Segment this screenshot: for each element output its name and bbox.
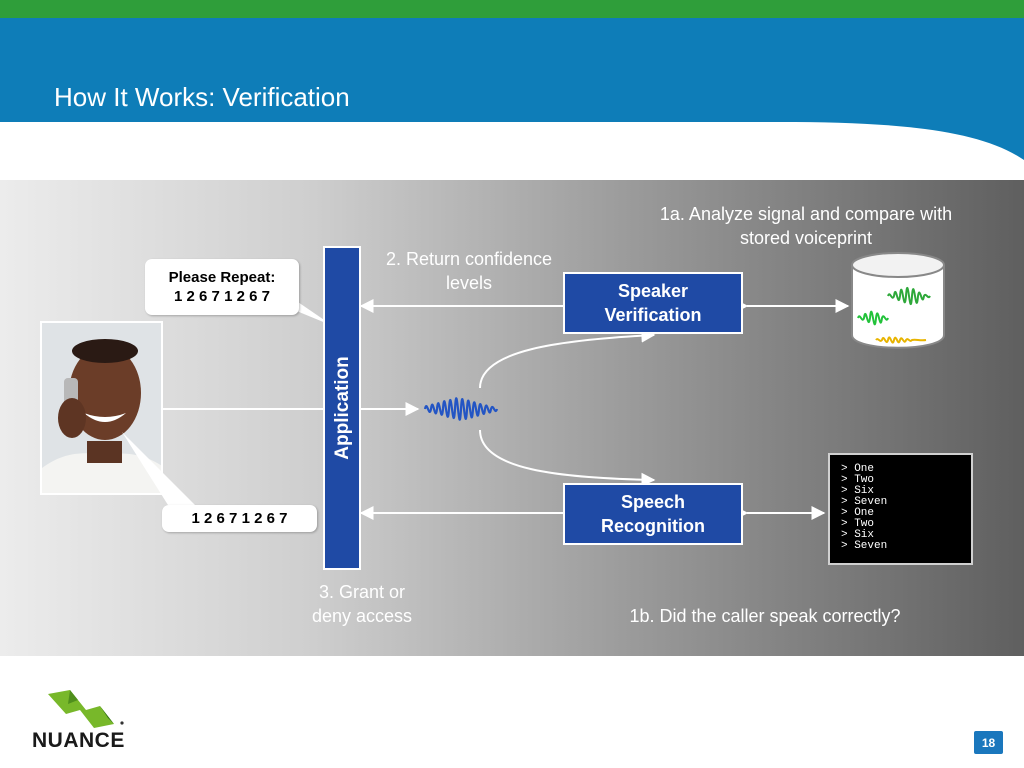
recognition-output-line: > Two [841,474,875,486]
slide-title: How It Works: Verification [54,82,350,112]
step-1a-label: 1a. Analyze signal and compare with stor… [640,202,972,250]
step-1b-label: 1b. Did the caller speak correctly? [629,606,901,626]
speaker-verification-line2: Verification [604,305,702,325]
speech-waveform-icon [423,397,499,421]
step-3-line1: 3. Grant or [318,582,406,602]
step-3-line2: deny access [311,606,413,626]
recognition-output-line: > One [841,463,875,475]
caller-photo [40,321,163,495]
recognition-output-line: > One [841,507,875,519]
nuance-logo-icon [48,690,124,728]
step-2-line1: 2. Return confidence [385,249,553,269]
recognition-output-line: > Two [841,518,875,530]
step-2-line2: levels [445,273,493,293]
recognition-output-line: > Six [841,485,875,497]
speaker-verification-line1: Speaker [617,281,689,301]
nuance-logo-text: NUANCE [32,729,125,752]
application-bar [323,246,361,570]
step-3-label: 3. Grant or deny access [292,580,432,628]
prompt-bubble-line2: 1 2 6 7 1 2 6 7 [174,288,270,305]
step-1a-line1: 1a. Analyze signal and compare with [659,204,953,224]
response-bubble: 1 2 6 7 1 2 6 7 [162,505,317,532]
step-2-label: 2. Return confidence levels [372,247,566,295]
header-banner [0,0,1024,160]
recognition-output-line: > Six [841,529,875,541]
recognition-output-line: > Seven [841,496,888,508]
application-label: Application [332,356,353,460]
step-1a-line2: stored voiceprint [739,228,873,248]
speech-recognition-line2: Recognition [601,516,705,536]
speaker-verification-box: Speaker Verification [563,272,743,334]
speech-recognition-line1: Speech [620,492,686,512]
voiceprint-database-icon [851,252,945,349]
recognition-output-terminal: > One > Two > Six > Seven > One > Two > … [828,453,973,565]
response-bubble-text: 1 2 6 7 1 2 6 7 [191,510,288,527]
speech-recognition-box: Speech Recognition [563,483,743,545]
prompt-bubble: Please Repeat: 1 2 6 7 1 2 6 7 [145,259,299,315]
page-number: 18 [974,731,1003,754]
prompt-bubble-line1: Please Repeat: [168,269,276,286]
recognition-output-line: > Seven [841,540,888,552]
